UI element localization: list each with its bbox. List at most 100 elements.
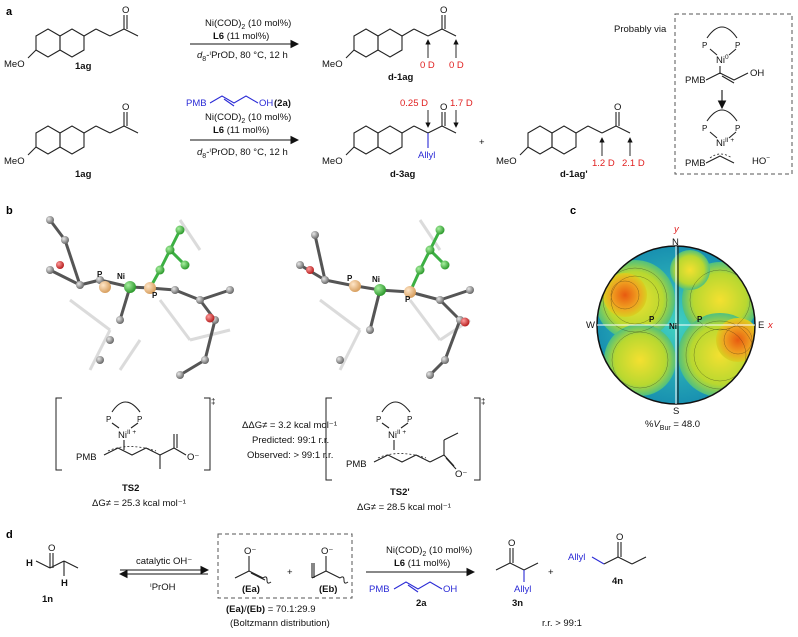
reagent-alkene [209,95,259,104]
allyl-label-row2: Allyl [418,150,435,161]
svg-text:P: P [702,124,707,133]
svg-text:O: O [48,543,55,554]
panel-label-c: c [570,205,576,217]
reagent-2a-label: 2a [416,598,427,609]
compass-n: N [672,237,679,248]
reagent-id: (2a) [274,98,291,109]
deuterium-label-6: 2.1 D [622,158,645,169]
meo-label-1: MeO [4,59,25,70]
ts2p-ni-label: Ni [372,275,380,284]
compound-d1ag-prime-label: d-1ag' [560,169,588,180]
intermediate-ni2: P P NiII + [702,109,740,164]
plus-sign-a: + [479,137,485,148]
svg-text:O: O [614,102,621,113]
ts2p-ni: NiII + [388,429,406,441]
cond-solvent-d: ⁱPrOH [150,582,176,593]
eb-o-minus: O⁻ [321,546,333,557]
vbur-value: %VBur = 48.0 [645,419,700,432]
enolate-ea [234,556,272,584]
reagent-pmb-d: PMB [369,584,390,595]
intermediate-ni0: P P Ni0 [702,26,749,84]
ts2-energy: ΔG≠ = 25.3 kcal mol⁻¹ [92,498,186,509]
cond-ni-d: Ni(COD)2 (10 mol%) [386,545,472,558]
eb-label: (Eb) [319,584,337,595]
plus-sign-d1: + [287,567,293,578]
compound-1n-label: 1n [42,594,53,605]
svg-text:P: P [407,415,412,424]
cond-base: catalytic OH⁻ [136,556,192,567]
compound-1ag-label-2: 1ag [75,169,92,180]
structure-d1ag: O [345,5,459,59]
compound-1ag-label-1: 1ag [75,61,92,72]
structure-1ag-row1: O [27,5,139,59]
ts2-p-label-2: P [152,291,158,300]
meo-label-4: MeO [322,156,343,167]
cond-solvent-row2: d8-ⁱPrOD, 80 °C, 12 h [197,147,288,160]
structure-1n: O [35,543,79,576]
reagent-pmb: PMB [186,98,207,109]
deuterium-label-4: 1.7 D [450,98,473,109]
h-atom-1: H [26,558,33,569]
structure-3n: O [495,538,539,582]
allyl-3n: Allyl [514,584,531,595]
compound-4n-label: 4n [612,576,623,587]
ts2-dagger: ‡ [211,397,215,406]
map-p-left: P [649,315,655,324]
deuterium-label-5: 1.2 D [592,158,615,169]
reagent-oh-d: OH [443,584,457,595]
svg-text:P: P [137,415,142,424]
svg-text:O: O [122,102,129,113]
box-pmb-1: PMB [685,75,706,86]
box-pmb-2: PMB [685,158,706,169]
svg-text:Ni0: Ni0 [716,54,729,66]
structure-d1ag-prime: O [519,102,633,156]
reagent-oh: OH [259,98,273,109]
compound-d1ag-label: d-1ag [388,72,414,83]
svg-text:O: O [440,5,447,16]
ts2-ni-label: Ni [117,272,125,281]
ts2-structure: P P [103,401,187,469]
deuterium-label-1: 0 D [420,60,435,71]
meo-label-2: MeO [322,59,343,70]
cond-ligand-row2: L6 (11 mol%) [213,125,269,136]
svg-text:P: P [735,41,740,50]
cond-ni-row2: Ni(COD)2 (10 mol%) [205,112,291,125]
panel-label-b: b [6,205,13,217]
ratio-text: (Ea)/(Eb) = 70.1:29.9 [226,604,316,615]
panel-label-a: a [6,6,13,18]
enolate-eb [311,556,349,584]
ts2-prime-3d-model [296,219,474,379]
box-oh: OH [750,68,764,79]
observed-text: Observed: > 99:1 r.r. [247,450,333,461]
ts2-o-minus: O⁻ [187,452,199,463]
cond-solvent-row1: d8-ⁱPrOD, 80 °C, 12 h [197,50,288,63]
structure-4n: O [591,532,647,565]
ts2p-energy: ΔG≠ = 28.5 kcal mol⁻¹ [357,502,451,513]
ts2p-bracket-right [474,397,481,481]
ts2-name: TS2 [122,483,139,494]
meo-label-5: MeO [496,156,517,167]
ea-label: (Ea) [242,584,260,595]
ts2-3d-model [46,216,234,379]
map-p-right: P [697,315,703,324]
panel-label-d: d [6,529,13,541]
structure-1ag-row2: O [27,102,139,156]
compass-e: E [758,320,764,331]
deuterium-label-2: 0 D [449,60,464,71]
cond-ligand-d: L6 (11 mol%) [394,558,450,569]
svg-text:NiII +: NiII + [716,137,734,149]
ts2p-o-minus: O⁻ [455,469,467,480]
ddg-text: ΔΔG≠ = 3.2 kcal mol⁻¹ [242,420,337,431]
steric-map [596,245,756,405]
plus-sign-d2: + [548,567,554,578]
ts2-pmb: PMB [76,452,97,463]
ts2-p-label-1: P [97,270,103,279]
compass-w: W [586,320,595,331]
svg-text:O: O [440,102,447,113]
ts2p-p-label-1: P [347,274,353,283]
intermediate-box [674,13,793,175]
ea-o-minus: O⁻ [244,546,256,557]
oxygen-atom: O [122,5,129,16]
map-ni: Ni [669,322,677,331]
